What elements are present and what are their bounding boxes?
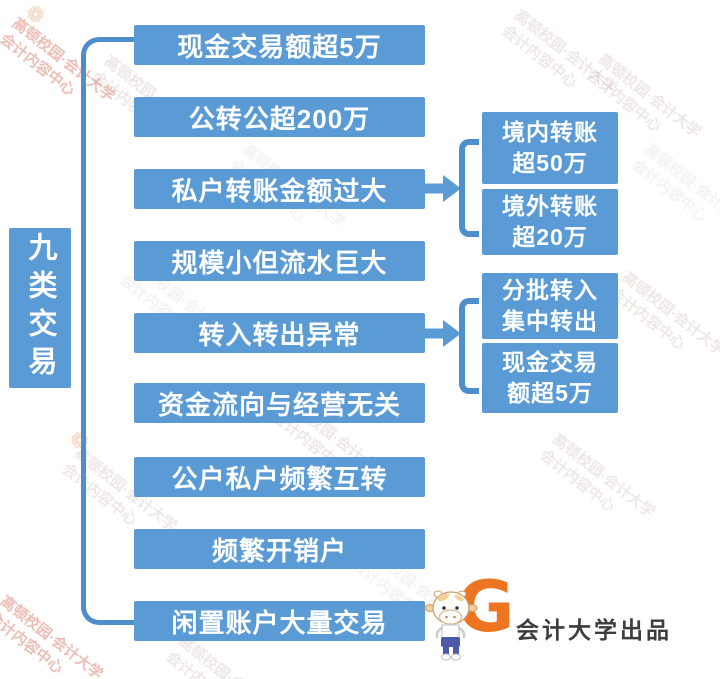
sub-node-batch-in-concentrated-out: 分批转入 集中转出 [482, 273, 618, 339]
watermark-logo-icon: ❁ [21, 0, 50, 30]
watermark: 高顿校园·会计大学会计内容中心 [536, 430, 658, 522]
main-node-idle-account-trading: 闲置账户大量交易 [134, 601, 425, 641]
main-node-private-large-transfer: 私户转账金额过大 [134, 169, 425, 209]
cow-mascot-icon [424, 586, 478, 667]
arrow-right-icon [424, 175, 461, 202]
main-node-frequent-mutual-transfer: 公户私户频繁互转 [134, 457, 425, 497]
watermark: 高顿校园·会计大学会计内容中心 [628, 140, 720, 232]
main-node-b2b-over-2m: 公转公超200万 [134, 97, 425, 137]
tree-connector-bracket [81, 37, 134, 625]
watermark: 高顿校园·会计大学会计内容中心 [498, 6, 620, 98]
main-node-abnormal-in-out: 转入转出异常 [134, 313, 425, 353]
sub-node-overseas-transfer-over-200k: 境外转账 超20万 [482, 189, 618, 255]
brand-label: 会计大学出品 [516, 617, 672, 643]
main-node-cash-over-50k: 现金交易额超5万 [134, 25, 425, 65]
watermark: 高顿校园·会计大学会计内容中心 [606, 268, 720, 360]
sub-group-bracket [459, 298, 479, 394]
arrow-right-icon [424, 320, 461, 347]
sub-group-bracket [459, 139, 479, 237]
sub-node-domestic-transfer-over-500k: 境内转账 超50万 [482, 112, 618, 184]
main-node-frequent-open-close: 频繁开销户 [134, 529, 425, 569]
main-node-small-scale-huge-flow: 规模小但流水巨大 [134, 241, 425, 281]
sub-node-cash-over-50k: 现金交易 额超5万 [482, 343, 618, 413]
root-node-nine-transaction-types: 九类交易 [9, 228, 71, 388]
main-node-funds-unrelated-business: 资金流向与经营无关 [134, 383, 425, 423]
